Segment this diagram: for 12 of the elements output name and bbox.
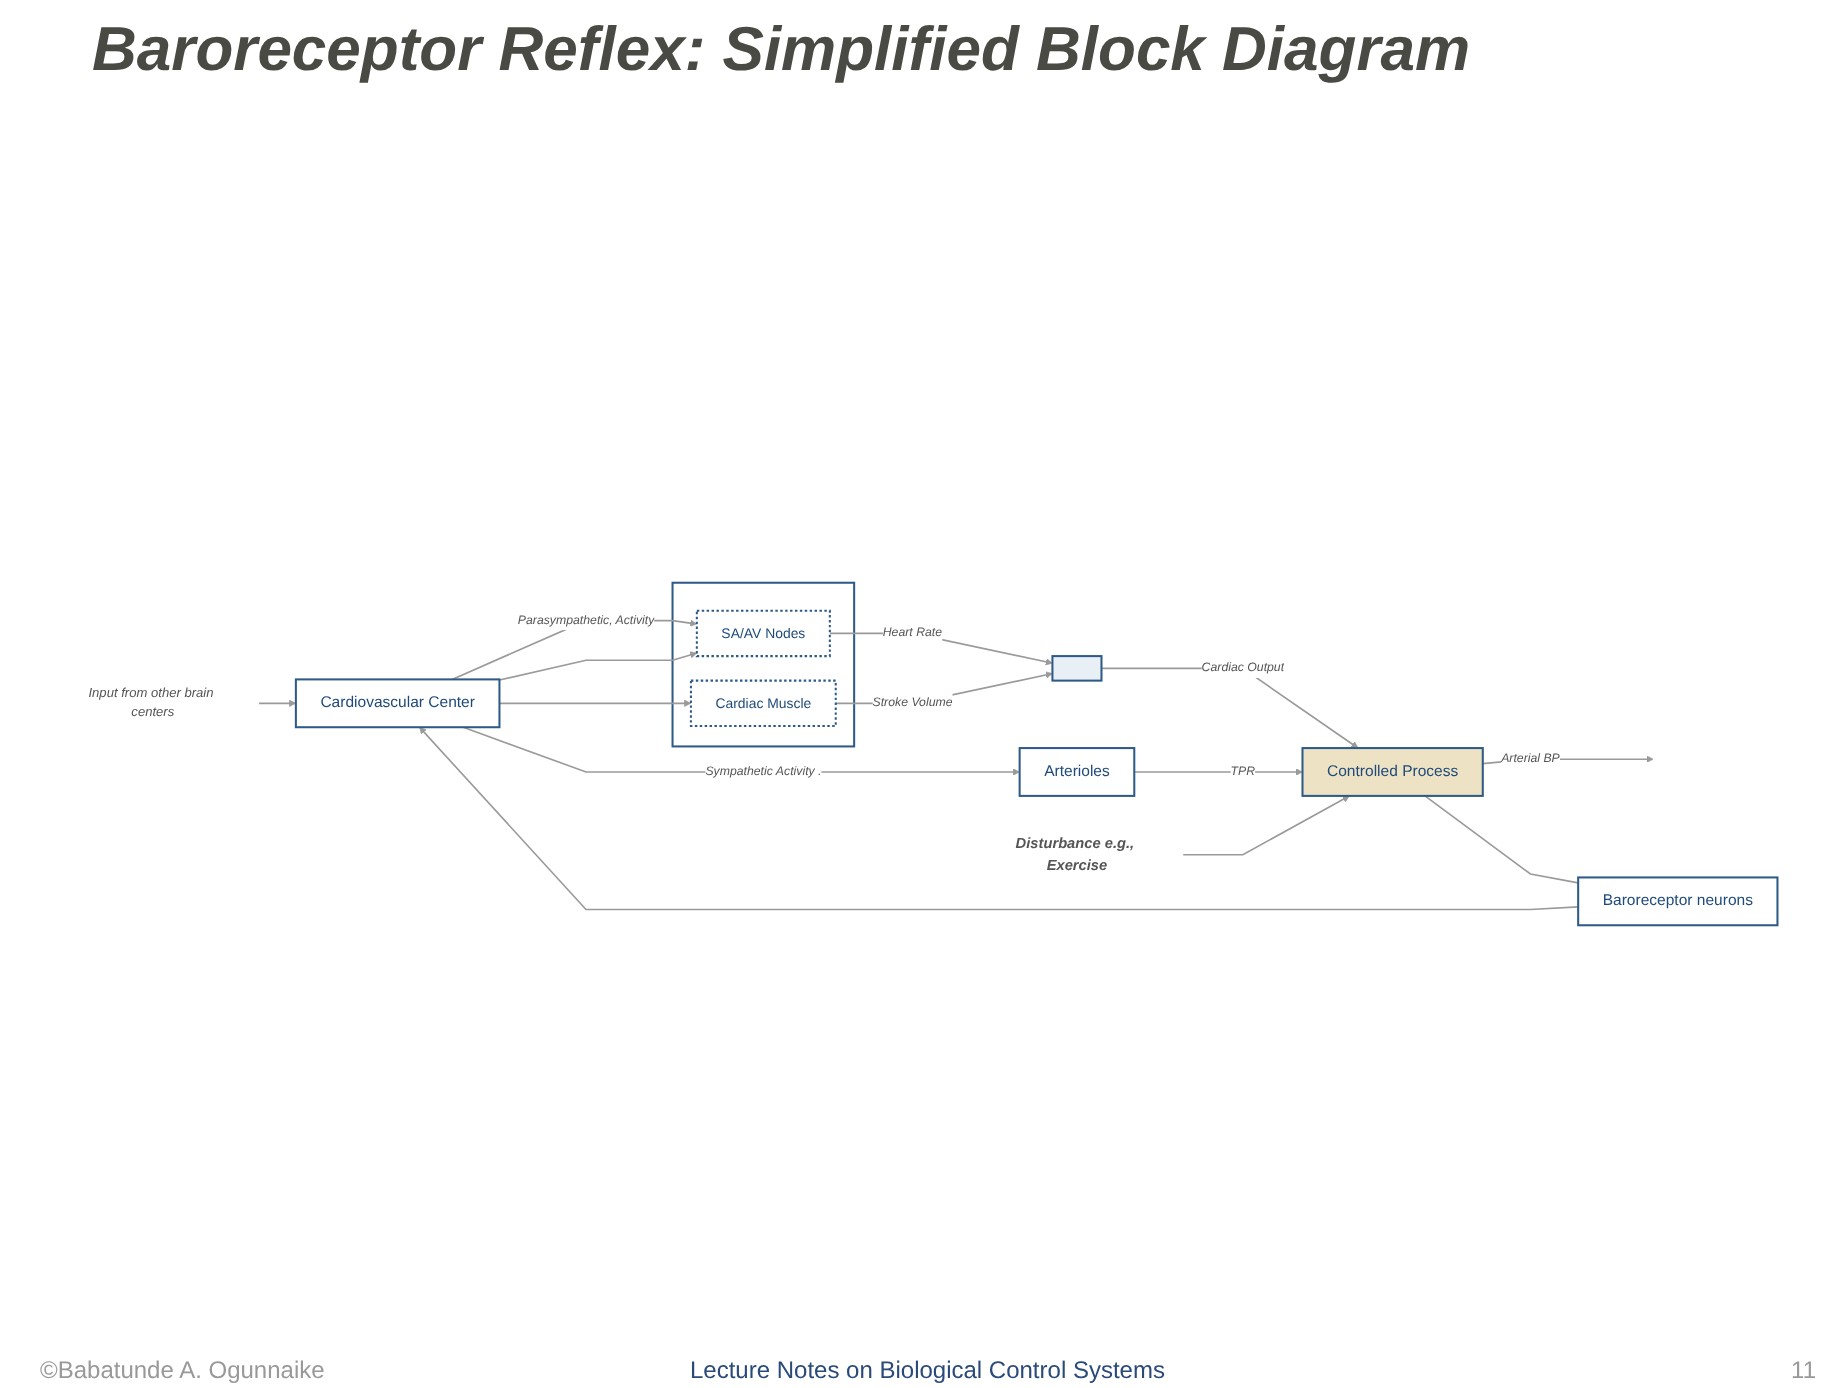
connector xyxy=(1424,795,1579,884)
node-box xyxy=(1051,655,1103,682)
arrow xyxy=(1182,795,1350,856)
slide-title: Baroreceptor Reflex: Simplified Block Diagram xyxy=(92,12,1473,88)
copyright-note: ©Babatunde A. Ogunnaike xyxy=(40,1356,325,1384)
arrow xyxy=(498,651,698,681)
arrow xyxy=(258,699,297,707)
page-number: 11 xyxy=(1791,1356,1816,1384)
footer-text: Lecture Notes on Biological Control Systems xyxy=(690,1356,1165,1384)
cluster xyxy=(671,581,856,748)
arrow xyxy=(498,699,692,707)
arrow xyxy=(451,619,698,681)
